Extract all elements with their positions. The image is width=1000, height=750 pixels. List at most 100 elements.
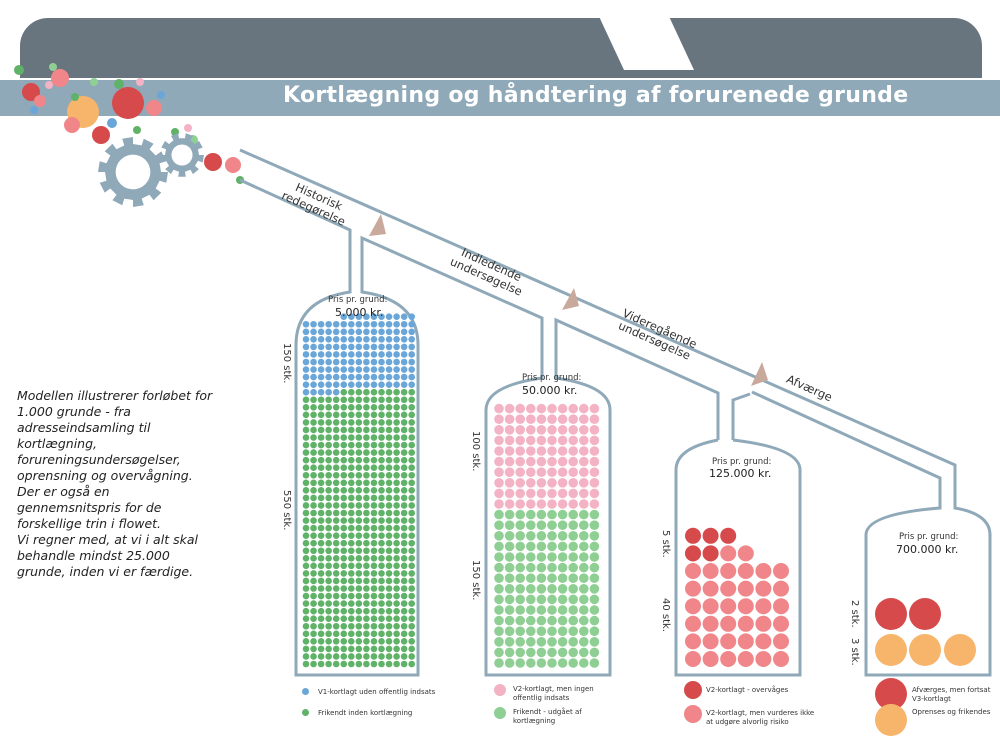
- dot: [494, 531, 504, 541]
- bubble: [30, 106, 38, 114]
- dot: [702, 527, 719, 544]
- dot: [393, 313, 400, 321]
- dot: [340, 607, 348, 615]
- dot: [526, 562, 536, 573]
- dot: [536, 658, 547, 668]
- dot: [685, 633, 701, 650]
- dot: [363, 570, 370, 577]
- dot: [325, 441, 332, 449]
- dot: [355, 645, 363, 653]
- dot: [340, 396, 348, 404]
- dot: [348, 456, 355, 464]
- dot: [378, 419, 385, 426]
- dot: [755, 598, 772, 615]
- dot: [370, 622, 378, 630]
- dot: [370, 449, 378, 456]
- dot: [385, 411, 393, 419]
- dot: [325, 577, 332, 585]
- dot: [515, 531, 525, 541]
- dot: [385, 366, 393, 373]
- dot: [348, 660, 355, 668]
- price-2: 50.000 kr.: [522, 384, 578, 397]
- dot: [332, 351, 340, 358]
- dot: [340, 419, 348, 426]
- dot: [370, 358, 378, 366]
- dot: [400, 404, 408, 411]
- dot: [504, 488, 515, 499]
- dot: [340, 562, 348, 570]
- dot: [515, 584, 525, 594]
- dot: [370, 638, 378, 645]
- dot: [547, 637, 557, 647]
- dot: [332, 585, 340, 592]
- dot: [400, 539, 408, 547]
- dot: [526, 446, 536, 456]
- dot: [393, 562, 400, 570]
- dot: [400, 434, 408, 441]
- dot: [348, 381, 355, 388]
- dot: [340, 441, 348, 449]
- dot: [408, 592, 416, 600]
- dot: [355, 479, 363, 487]
- legend-dot-v2ov: [684, 681, 702, 699]
- dot: [363, 366, 370, 373]
- dot: [385, 517, 393, 524]
- dot: [408, 441, 416, 449]
- dot: [589, 594, 600, 605]
- dot: [332, 411, 340, 419]
- dot: [737, 615, 754, 632]
- dot: [737, 633, 754, 650]
- dot: [547, 658, 557, 668]
- dot: [370, 555, 378, 562]
- dot: [340, 547, 348, 555]
- dot: [400, 562, 408, 570]
- dot: [355, 336, 363, 343]
- dot: [385, 351, 393, 358]
- dot: [317, 487, 325, 494]
- dot: [378, 607, 385, 615]
- dot: [385, 396, 393, 404]
- dot: [526, 435, 536, 446]
- dot: [773, 633, 789, 650]
- dot: [332, 404, 340, 411]
- dot: [355, 396, 363, 404]
- dot: [579, 594, 589, 605]
- dot: [568, 552, 578, 562]
- dot: [378, 388, 385, 396]
- dot: [370, 600, 378, 607]
- dot: [340, 615, 348, 622]
- dot: [755, 651, 772, 667]
- dot: [340, 517, 348, 524]
- dot: [378, 449, 385, 456]
- dot: [547, 605, 557, 615]
- dot: [494, 435, 504, 446]
- dot: [378, 441, 385, 449]
- dot: [702, 545, 719, 562]
- dot: [355, 411, 363, 419]
- dot: [355, 524, 363, 532]
- dot: [408, 381, 416, 388]
- dot: [568, 658, 578, 668]
- main-pipe-top: [239, 148, 957, 505]
- dot: [589, 605, 600, 615]
- dot: [317, 373, 325, 381]
- dot: [589, 562, 600, 573]
- dot: [317, 532, 325, 539]
- dot: [302, 358, 310, 366]
- dot: [393, 479, 400, 487]
- dot: [348, 487, 355, 494]
- dot: [317, 456, 325, 464]
- dot: [504, 647, 515, 658]
- dot: [408, 479, 416, 487]
- dot: [557, 562, 568, 573]
- dot: [363, 419, 370, 426]
- dot: [317, 600, 325, 607]
- bubble: [45, 81, 53, 89]
- legend-v2no: V2-kortlagt, men ingen offentlig indsats: [513, 685, 594, 702]
- dot: [400, 524, 408, 532]
- dot: [515, 541, 525, 552]
- dot: [568, 446, 578, 456]
- bubble: [90, 78, 98, 86]
- dot: [494, 414, 504, 425]
- dot: [568, 456, 578, 467]
